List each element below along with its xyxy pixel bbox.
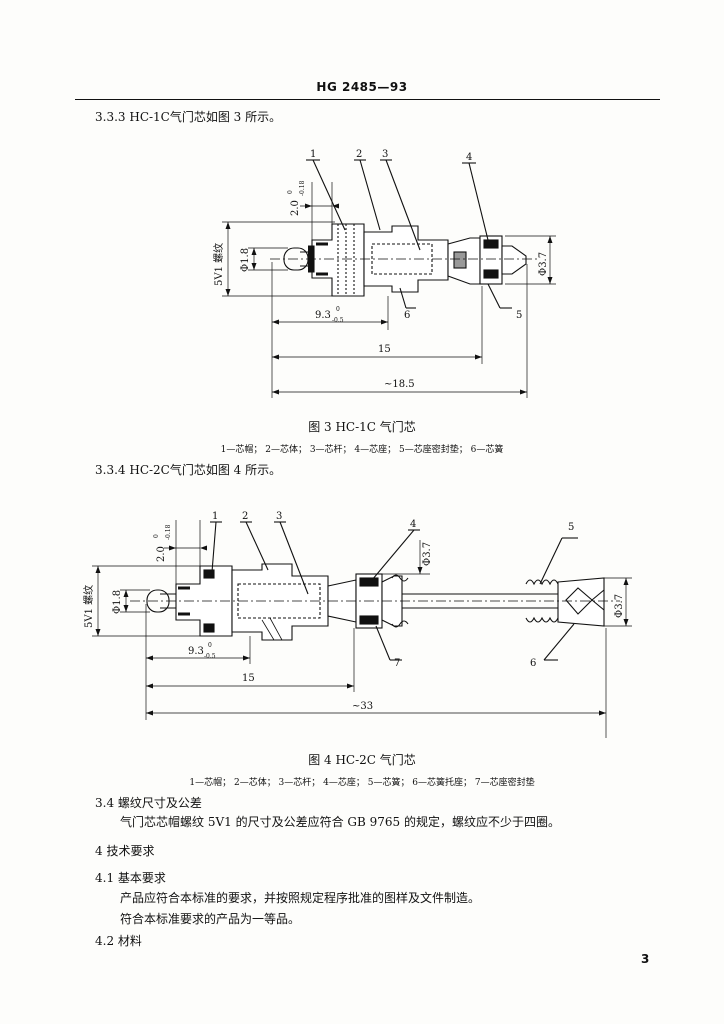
fig4-tol-sub: -0.18 xyxy=(165,524,172,540)
fig3-dim-15: 15 xyxy=(378,344,391,355)
fig3-dim-9-3-sup: 0 xyxy=(336,306,340,313)
section-4-title: 4 技术要求 xyxy=(95,844,155,858)
section-4-2-title: 4.2 材料 xyxy=(95,934,142,948)
fig4-callout-2: 2 xyxy=(242,511,248,522)
fig4-phi37-holder: Φ3.7 xyxy=(614,594,625,618)
fig3-phi18: Φ1.8 xyxy=(240,248,251,272)
fig3-legend: 1—芯帽； 2—芯体； 3—芯杆； 4—芯座； 5—芯座密封垫； 6—芯簧 xyxy=(220,445,504,455)
fig3-tol-value: 2.0 xyxy=(290,200,301,216)
fig3-tol-sub: -0.18 xyxy=(299,180,306,196)
fig4-thread-label: 5V1 螺纹 xyxy=(82,585,95,628)
fig4-phi18: Φ1.8 xyxy=(112,590,123,614)
fig3-dim-18-5: ~18.5 xyxy=(384,379,415,390)
fig4-callout-5: 5 xyxy=(568,522,574,533)
fig3-callout-3: 3 xyxy=(382,149,388,160)
fig4-dim-9-3: 9.3 xyxy=(188,646,204,657)
fig4-callout-4: 4 xyxy=(410,519,416,530)
fig3-callout-2: 2 xyxy=(356,149,362,160)
header-rule xyxy=(75,99,660,100)
fig3-phi37: Φ3.7 xyxy=(538,252,549,276)
fig4-dim-33: ~33 xyxy=(352,701,373,712)
fig4-dim-9-3-sup: 0 xyxy=(208,642,212,649)
section-3-3-3: 3.3.3 HC-1C气门芯如图 3 所示。 xyxy=(95,110,282,124)
fig4-dim-15: 15 xyxy=(242,673,255,684)
fig4-caption: 图 4 HC-2C 气门芯 xyxy=(308,753,416,767)
fig3-tol-sup: 0 xyxy=(287,190,294,194)
section-3-4-body: 气门芯芯帽螺纹 5V1 的尺寸及公差应符合 GB 9765 的规定，螺纹应不少于… xyxy=(120,815,560,829)
fig4-legend: 1—芯帽； 2—芯体； 3—芯杆； 4—芯座； 5—芯簧； 6—芯簧托座； 7—… xyxy=(189,778,535,788)
section-4-1-para-1: 产品应符合本标准的要求，并按照规定程序批准的图样及文件制造。 xyxy=(120,891,481,905)
section-3-3-4: 3.3.4 HC-2C气门芯如图 4 所示。 xyxy=(95,463,282,477)
fig4-tol-sup: 0 xyxy=(153,534,160,538)
fig4-callout-6: 6 xyxy=(530,658,536,669)
fig3-thread-label: 5V1 螺纹 xyxy=(212,243,225,286)
fig3-callout-5: 5 xyxy=(516,310,522,321)
page-header: HG 2485—93 xyxy=(316,80,408,94)
fig3-caption: 图 3 HC-1C 气门芯 xyxy=(308,420,416,434)
section-3-4-title: 3.4 螺纹尺寸及公差 xyxy=(95,796,202,810)
fig3-dim-9-3: 9.3 xyxy=(315,310,331,321)
fig3-callout-4: 4 xyxy=(466,152,472,163)
section-4-1-title: 4.1 基本要求 xyxy=(95,871,166,885)
fig4-phi37-seat: Φ3.7 xyxy=(422,542,433,566)
fig4-tol-value: 2.0 xyxy=(156,546,167,562)
fig4-callout-1: 1 xyxy=(212,511,218,522)
section-4-1-para-2: 符合本标准要求的产品为一等品。 xyxy=(120,912,301,926)
fig3-callout-1: 1 xyxy=(310,149,316,160)
fig4-dim-9-3-sub: -0.5 xyxy=(204,653,216,660)
page-number: 3 xyxy=(641,952,650,966)
fig4-callout-3: 3 xyxy=(276,511,282,522)
fig4-callout-7: 7 xyxy=(394,658,400,669)
fig3-tip xyxy=(501,245,527,275)
fig3-callout-6: 6 xyxy=(404,310,410,321)
fig3-dim-9-3-sub: -0.5 xyxy=(332,317,344,324)
fig4-body xyxy=(231,563,329,641)
